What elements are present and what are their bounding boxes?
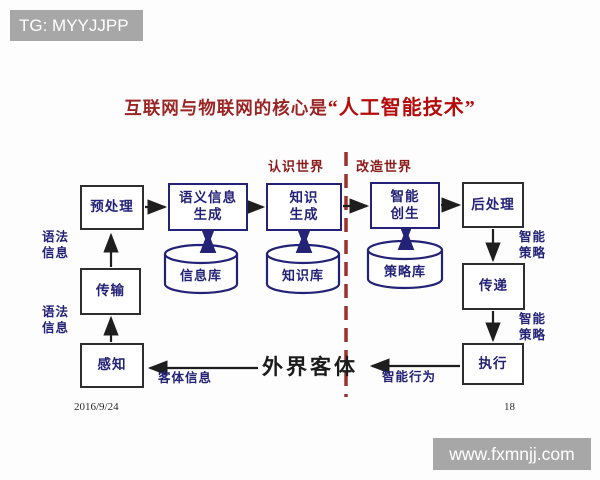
title-emphasis: “人工智能技术” (327, 97, 476, 119)
cylinder-label-knowledge-base: 知识库 (281, 268, 324, 283)
cylinder-information-base (163, 243, 239, 295)
page-number: 18 (504, 401, 515, 413)
watermark-footer-text: www.fxmnjj.com (449, 443, 575, 464)
page-title: 互联网与物联网的核心是“人工智能技术” (0, 91, 600, 120)
box-postprocess: 后处理 (462, 182, 524, 228)
edge-label-intelligent-strategy-upper: 智能 策略 (519, 230, 547, 260)
box-intelligence-creation: 智能 创生 (370, 182, 440, 229)
box-execute: 执行 (462, 343, 524, 385)
cylinder-label-information-base: 信息库 (179, 268, 222, 283)
watermark-footer: www.fxmnjj.com (433, 438, 591, 470)
box-knowledge-generation: 知识 生成 (266, 183, 342, 231)
watermark-header-text: TG: MYYJJPP (19, 15, 129, 35)
region-label-cognize-world: 认识世界 (268, 159, 325, 174)
box-semantic-info-generation: 语义信息 生成 (168, 183, 248, 231)
watermark-header: TG: MYYJJPP (10, 10, 143, 41)
region-label-transform-world: 改造世界 (356, 159, 413, 174)
edge-label-intelligent-behavior: 智能行为 (382, 370, 437, 384)
cylinder-label-strategy-base: 策略库 (383, 264, 426, 279)
edge-label-object-info: 客体信息 (158, 371, 213, 385)
box-transmit: 传输 (80, 268, 141, 315)
box-perceive: 感知 (80, 343, 144, 388)
external-object-label: 外界客体 (262, 355, 358, 379)
edge-label-intelligent-strategy-lower: 智能 策略 (519, 312, 547, 342)
edge-label-syntax-info-lower: 语法 信息 (42, 305, 70, 335)
edge-label-syntax-info-upper: 语法 信息 (42, 230, 70, 260)
box-transfer: 传递 (462, 263, 525, 310)
box-preprocess: 预处理 (80, 185, 144, 230)
slide-date: 2016/9/24 (74, 401, 119, 413)
title-prefix: 互联网与物联网的核心是 (124, 98, 328, 118)
